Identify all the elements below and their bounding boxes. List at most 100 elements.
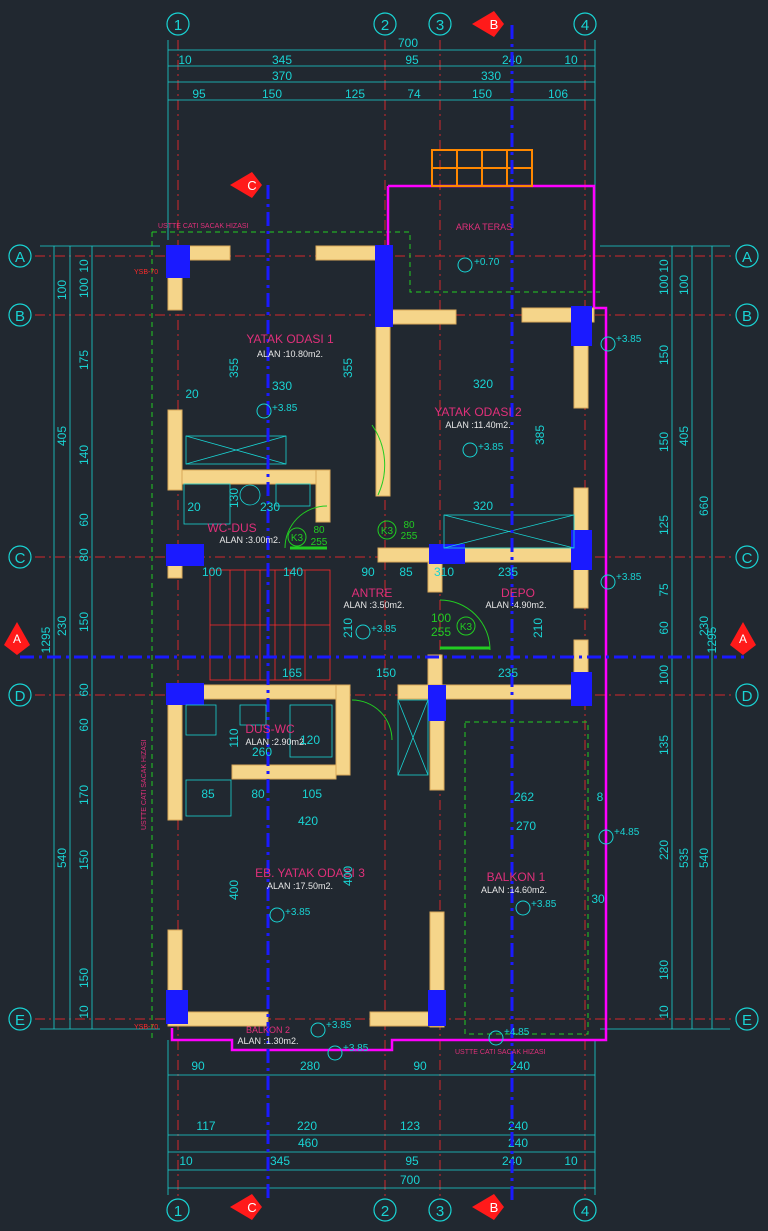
section-c-top-label: C	[247, 178, 256, 193]
door-k3a-label: K3	[291, 533, 304, 544]
section-a-left-marker: A	[4, 622, 30, 655]
inner-depo-210: 210	[531, 618, 545, 638]
inner-bal-262: 262	[514, 790, 534, 804]
right-dim-150a: 150	[657, 345, 671, 365]
inner-y2-320-top: 320	[473, 377, 493, 391]
grid-row-b-left: B	[15, 308, 25, 325]
inner-eb-400-l: 400	[227, 880, 241, 900]
right-dim-100: 100	[657, 275, 671, 295]
door-k3b-height: 255	[401, 531, 418, 542]
right-dim-10: 10	[657, 259, 671, 273]
right-dim2-10: 100	[677, 275, 691, 295]
right-dim-60: 60	[657, 621, 671, 635]
section-c-bottom-label: C	[247, 1200, 256, 1215]
roof-outline	[151, 231, 600, 1042]
door-swings	[284, 424, 491, 741]
inner-wc-130: 130	[227, 488, 241, 508]
door-k3c-width: 100	[431, 611, 451, 625]
level-y1-text: +3.85	[272, 403, 298, 414]
bot-dim-r2-0: 117	[196, 1119, 215, 1133]
bot-dim-r1-3: 240	[510, 1059, 530, 1073]
inner-hall2-235: 235	[498, 666, 518, 680]
top-dim-r2-0: 10	[178, 53, 192, 67]
top-dim-r2-2: 95	[405, 53, 419, 67]
left-dim2-405: 405	[55, 426, 69, 446]
bot-dim-r4-0: 10	[179, 1154, 193, 1168]
level-marker-bottom-mid: +4.85	[488, 1027, 530, 1046]
room-depo-area: ALAN :4.90m2.	[485, 600, 546, 610]
level-right-b-text: +3.85	[616, 334, 642, 345]
room-antre-area: ALAN :3.50m2.	[343, 600, 404, 610]
top-dim-r4-2: 125	[345, 87, 365, 101]
left-dim-150b: 150	[77, 850, 91, 870]
inner-hall-235: 235	[498, 565, 518, 579]
top-dim-r2-1: 345	[272, 53, 292, 67]
annotation-ustte-bottom: USTTE CATI SACAK HIZASI	[455, 1049, 546, 1056]
door-tag-k3a: K3 80 255	[287, 525, 328, 548]
left-dim2-540: 540	[55, 848, 69, 868]
grid-row-d-left: D	[15, 688, 26, 705]
door-tag-k3c: K3 100 255	[431, 611, 476, 639]
top-dim-r4-5: 106	[548, 87, 568, 101]
level-bottom-mid-text: +4.85	[504, 1027, 530, 1038]
room-dus-area: ALAN :2.90m2.	[245, 737, 306, 747]
top-dim-r3-0: 370	[272, 69, 292, 83]
inner-dus-260: 260	[252, 745, 272, 759]
grid-row-b-right: B	[742, 308, 752, 325]
room-yatak1-name: YATAK ODASI 1	[246, 332, 334, 346]
bot-dim-r1-1: 280	[300, 1059, 320, 1073]
inner-bal-270: 270	[516, 819, 536, 833]
bot-dim-r2-1: 220	[297, 1119, 317, 1133]
top-dim-r4-1: 150	[262, 87, 282, 101]
top-dim-r2-4: 10	[564, 53, 578, 67]
right-dim2-535: 535	[677, 848, 691, 868]
section-c-top-marker: C	[230, 172, 262, 198]
inner-eb-105: 105	[302, 787, 322, 801]
inner-eb-400-r: 400	[341, 866, 355, 886]
room-yatak1-area: ALAN :10.80m2.	[257, 349, 323, 359]
level-marker-balkon2: +3.85	[310, 1020, 352, 1038]
room-balkon2-name: BALKON 2	[246, 1025, 290, 1035]
level-marker-balkon1: +3.85	[515, 899, 557, 916]
section-markers: C B C B A A	[4, 11, 756, 1220]
fixtures	[183, 435, 575, 817]
grid-row-e-right: E	[742, 1012, 752, 1029]
door-k3c-label: K3	[460, 622, 473, 633]
annotation-ustte-left: USTTE CATI SACAK HIZASI	[141, 739, 148, 830]
grid-row-c-right: C	[742, 550, 753, 567]
left-dim-80: 80	[77, 548, 91, 562]
grid-col-2-bottom: 2	[381, 1203, 389, 1220]
left-dim2-100: 100	[55, 280, 69, 300]
level-teras-text: +0.70	[474, 257, 500, 268]
right-dim-125: 125	[657, 515, 671, 535]
right-dim2-405: 405	[677, 426, 691, 446]
right-dim-180: 180	[657, 960, 671, 980]
inner-y2-385: 385	[533, 425, 547, 445]
left-dim-170: 170	[77, 785, 91, 805]
room-balkon2-area: ALAN :1.30m2.	[237, 1036, 298, 1046]
inner-hall-310: 310	[434, 565, 454, 579]
section-b-bottom-marker: B	[472, 1194, 504, 1220]
dimension-lines	[40, 40, 730, 1195]
bot-dim-r1-0: 90	[191, 1059, 205, 1073]
right-dim-150b: 150	[657, 432, 671, 452]
section-a-right-label: A	[739, 632, 747, 646]
left-dim2-230: 230	[55, 616, 69, 636]
staircase	[209, 569, 331, 681]
room-balkon1-area: ALAN :14.60m2.	[481, 885, 547, 895]
room-balkon1-name: BALKON 1	[487, 870, 546, 884]
inner-y2-320-bot: 320	[473, 499, 493, 513]
level-marker-y2: +3.85	[462, 442, 504, 458]
left-dim-total: 1295	[39, 626, 53, 653]
door-k3a-height: 255	[311, 537, 328, 548]
inner-y1-330: 330	[272, 379, 292, 393]
bot-dim-r2-2: 123	[400, 1119, 420, 1133]
level-balkon1-right-text: +4.85	[614, 827, 640, 838]
section-b-top-label: B	[490, 17, 499, 32]
level-marker-teras: +0.70	[457, 257, 500, 273]
inner-dus-110: 110	[227, 728, 241, 747]
room-dus-name: DUS-WC	[245, 722, 295, 736]
bot-dim-r2-3: 240	[508, 1119, 528, 1133]
section-c-bottom-marker: C	[230, 1194, 262, 1220]
